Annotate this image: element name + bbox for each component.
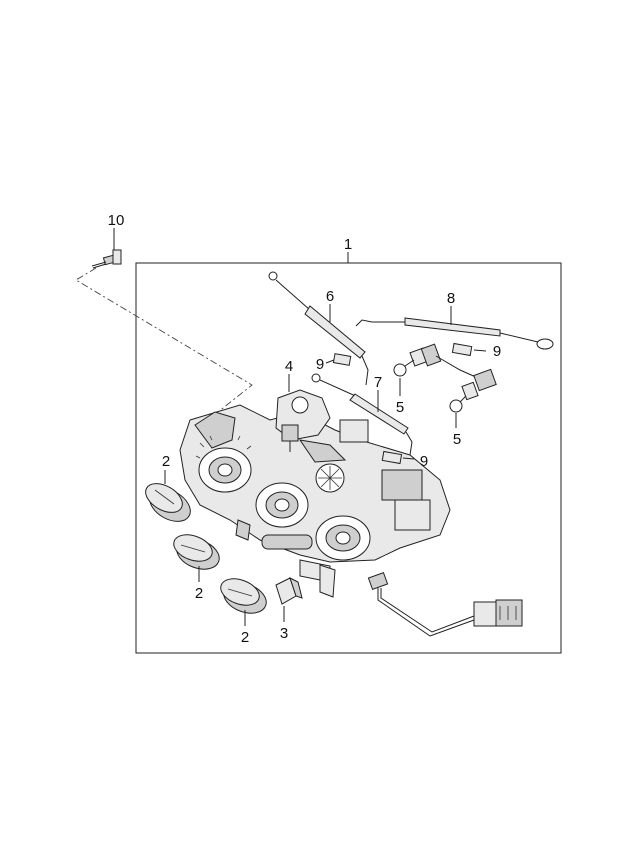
sensor-part-5b [449,368,497,413]
wire-harness [367,571,523,637]
screw-part-10 [91,249,122,269]
actuator-part-4 [275,389,331,452]
leader-9a [325,359,335,364]
cable-part-6 [268,271,369,386]
knob-part-2c [220,578,267,614]
callout-2-middle: 2 [195,585,203,602]
callout-3: 3 [280,625,288,642]
sensor-part-5a [393,343,479,379]
clip-part-9a [332,353,352,366]
cable-part-8 [355,317,554,350]
callout-9-left: 9 [316,356,324,373]
callout-2-lower: 2 [241,629,249,646]
callout-1: 1 [344,236,352,253]
callout-9-lower: 9 [420,453,428,470]
callout-5-lower: 5 [453,431,461,448]
callout-9-right: 9 [493,343,501,360]
callout-5-upper: 5 [396,399,404,416]
callout-7: 7 [374,374,382,391]
callout-6: 6 [326,288,334,305]
leader-9c [402,457,415,460]
cable-part-7 [311,373,413,456]
callout-8: 8 [447,290,455,307]
callout-10: 10 [108,212,125,229]
leader-9b [473,349,487,352]
clip-part-9b [451,342,473,357]
screw-path-line [75,267,253,413]
callout-2-upper: 2 [162,453,170,470]
knob-part-2b [173,534,220,570]
button-part-3 [275,577,303,605]
control-housing [179,404,451,598]
clip-part-9c [381,450,403,465]
callout-4: 4 [285,358,293,375]
knob-part-2a [145,483,191,522]
